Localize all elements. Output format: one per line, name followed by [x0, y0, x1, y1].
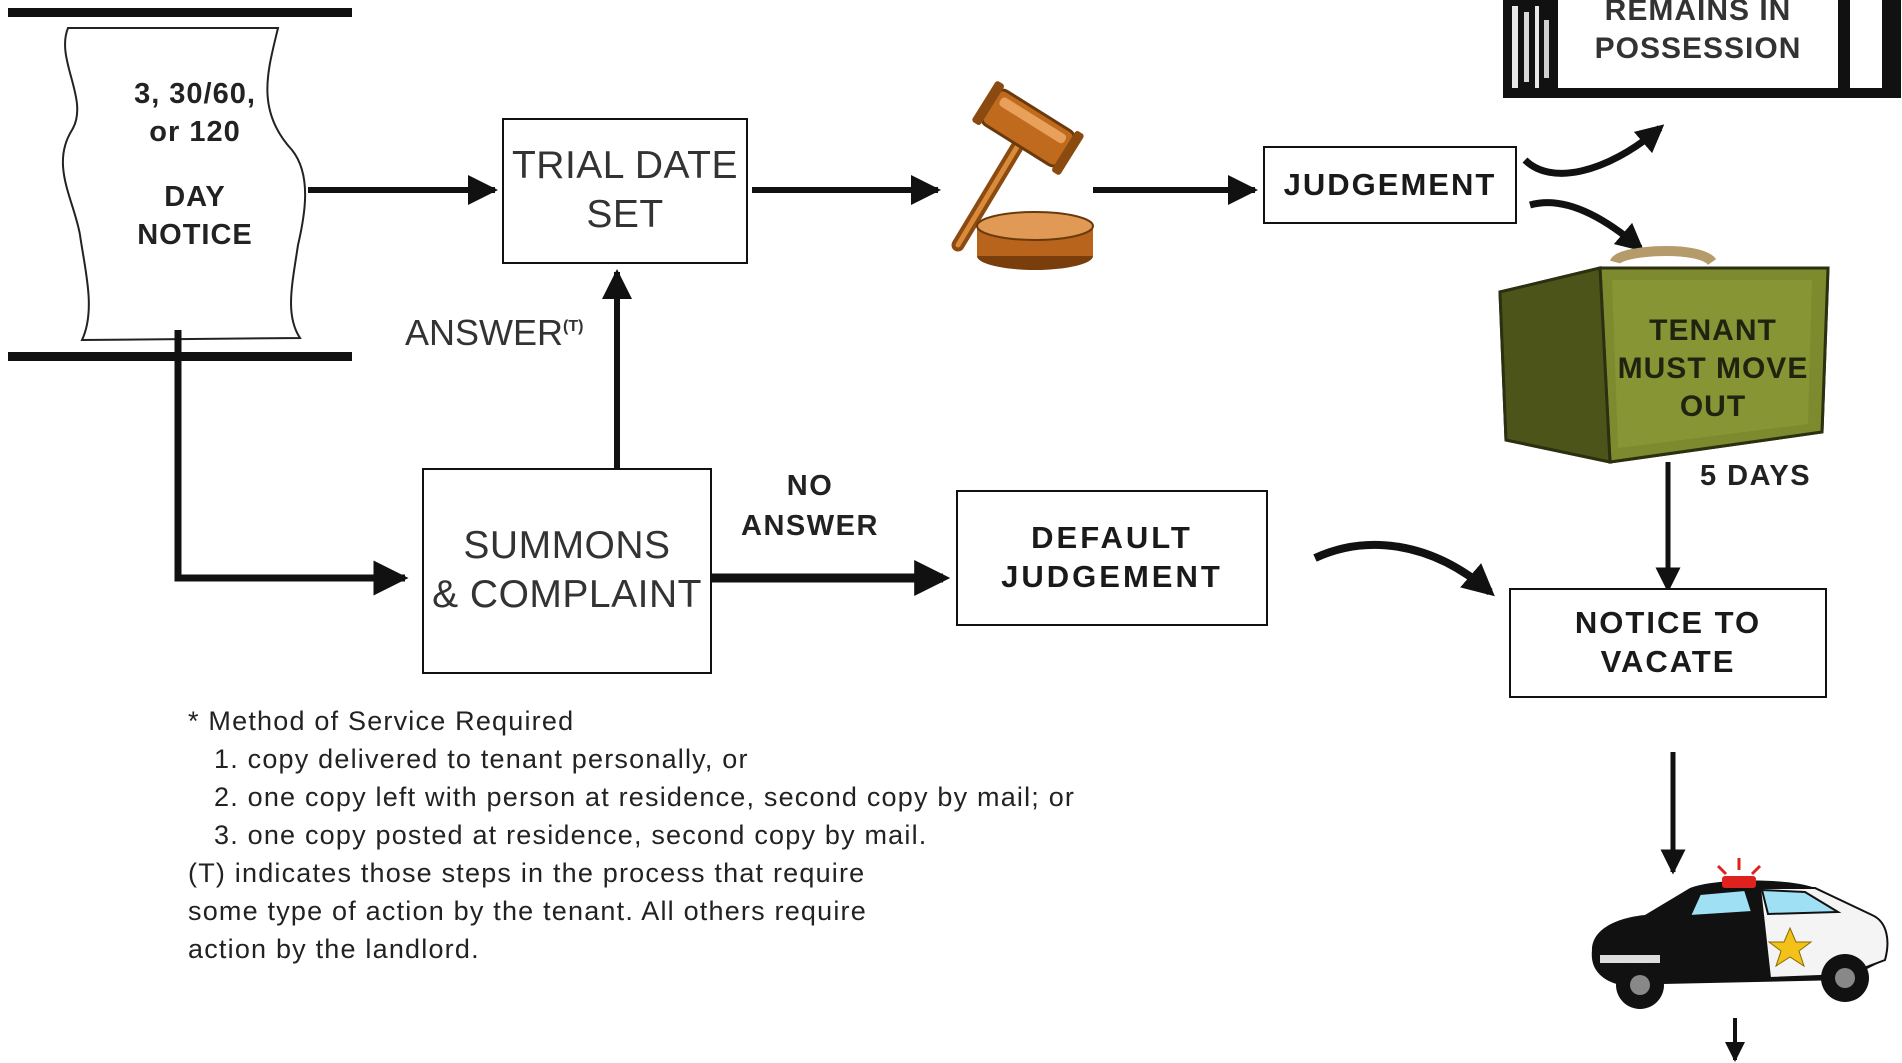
trial-date-set-box: TRIAL DATE SET — [502, 118, 748, 264]
notice-days-line3: DAY — [164, 181, 226, 214]
summons-line1: SUMMONS — [463, 524, 671, 568]
service-method-footnote: * Method of Service Required 1. copy del… — [188, 702, 1075, 968]
suitcase-line1: TENANT — [1649, 314, 1777, 347]
footnote-item-1: 1. copy delivered to tenant personally, … — [214, 744, 749, 774]
notice-scroll-text: 3, 30/60, or 120 DAY NOTICE — [100, 76, 290, 255]
tenant-must-move-out-label: TENANT MUST MOVE OUT — [1608, 312, 1818, 426]
gavel-icon — [951, 81, 1094, 270]
footnote-note-2: some type of action by the tenant. All o… — [188, 896, 867, 926]
remains-in-possession-frame — [1503, 0, 1901, 98]
arrow-scroll-to-summons — [174, 330, 409, 596]
trial-date-set-line2: SET — [586, 193, 664, 236]
notice-days-line1: 3, 30/60, — [134, 78, 256, 110]
police-car-icon — [1591, 858, 1889, 1009]
notice-to-vacate-box: NOTICE TO VACATE — [1509, 588, 1827, 698]
no-answer-label: NO ANSWER — [740, 466, 880, 546]
scroll-icon — [61, 27, 307, 342]
suitcase-icon — [1498, 246, 1830, 464]
remains-in-possession-label: REMAINS IN POSSESSION — [1558, 0, 1838, 68]
notice-to-vacate-line2: VACATE — [1600, 644, 1736, 679]
footnote-item-2: 2. one copy left with person at residenc… — [214, 782, 1076, 812]
five-days-label: 5 DAYS — [1700, 460, 1812, 492]
remains-in-possession-line2: POSSESSION — [1594, 32, 1802, 65]
footnote-heading: * Method of Service Required — [188, 706, 575, 736]
no-answer-line1: NO — [786, 470, 834, 502]
summons-complaint-box: SUMMONS & COMPLAINT — [422, 468, 712, 674]
default-judgement-line1: DEFAULT — [1031, 520, 1193, 556]
answer-superscript: (T) — [563, 318, 584, 335]
curved-arrow-icon — [1522, 124, 1665, 177]
trial-date-set-line1: TRIAL DATE — [511, 144, 739, 188]
answer-label: ANSWER(T) — [405, 312, 583, 354]
footnote-note-1: (T) indicates those steps in the process… — [188, 858, 866, 888]
footnote-item-3: 3. one copy posted at residence, second … — [214, 820, 928, 850]
default-judgement-line2: JUDGEMENT — [1001, 559, 1223, 594]
notice-days-line4: NOTICE — [137, 219, 253, 252]
default-judgement-box: DEFAULT JUDGEMENT — [956, 490, 1268, 626]
footnote-note-3: action by the landlord. — [188, 934, 480, 964]
no-answer-line2: ANSWER — [741, 510, 879, 542]
scroll-top-bar — [8, 8, 352, 17]
judgement-box: JUDGEMENT — [1263, 146, 1517, 224]
suitcase-line3: OUT — [1679, 390, 1747, 423]
remains-in-possession-line1: REMAINS IN — [1604, 0, 1792, 27]
answer-text: ANSWER — [405, 312, 564, 353]
curved-arrow-icon — [1313, 541, 1495, 597]
notice-to-vacate-line1: NOTICE TO — [1574, 605, 1762, 641]
curved-arrow-icon — [1529, 199, 1645, 252]
suitcase-line2: MUST MOVE — [1617, 352, 1809, 385]
notice-days-line2: or 120 — [149, 115, 241, 148]
summons-line2: & COMPLAINT — [432, 573, 702, 616]
judgement-label: JUDGEMENT — [1283, 166, 1497, 202]
